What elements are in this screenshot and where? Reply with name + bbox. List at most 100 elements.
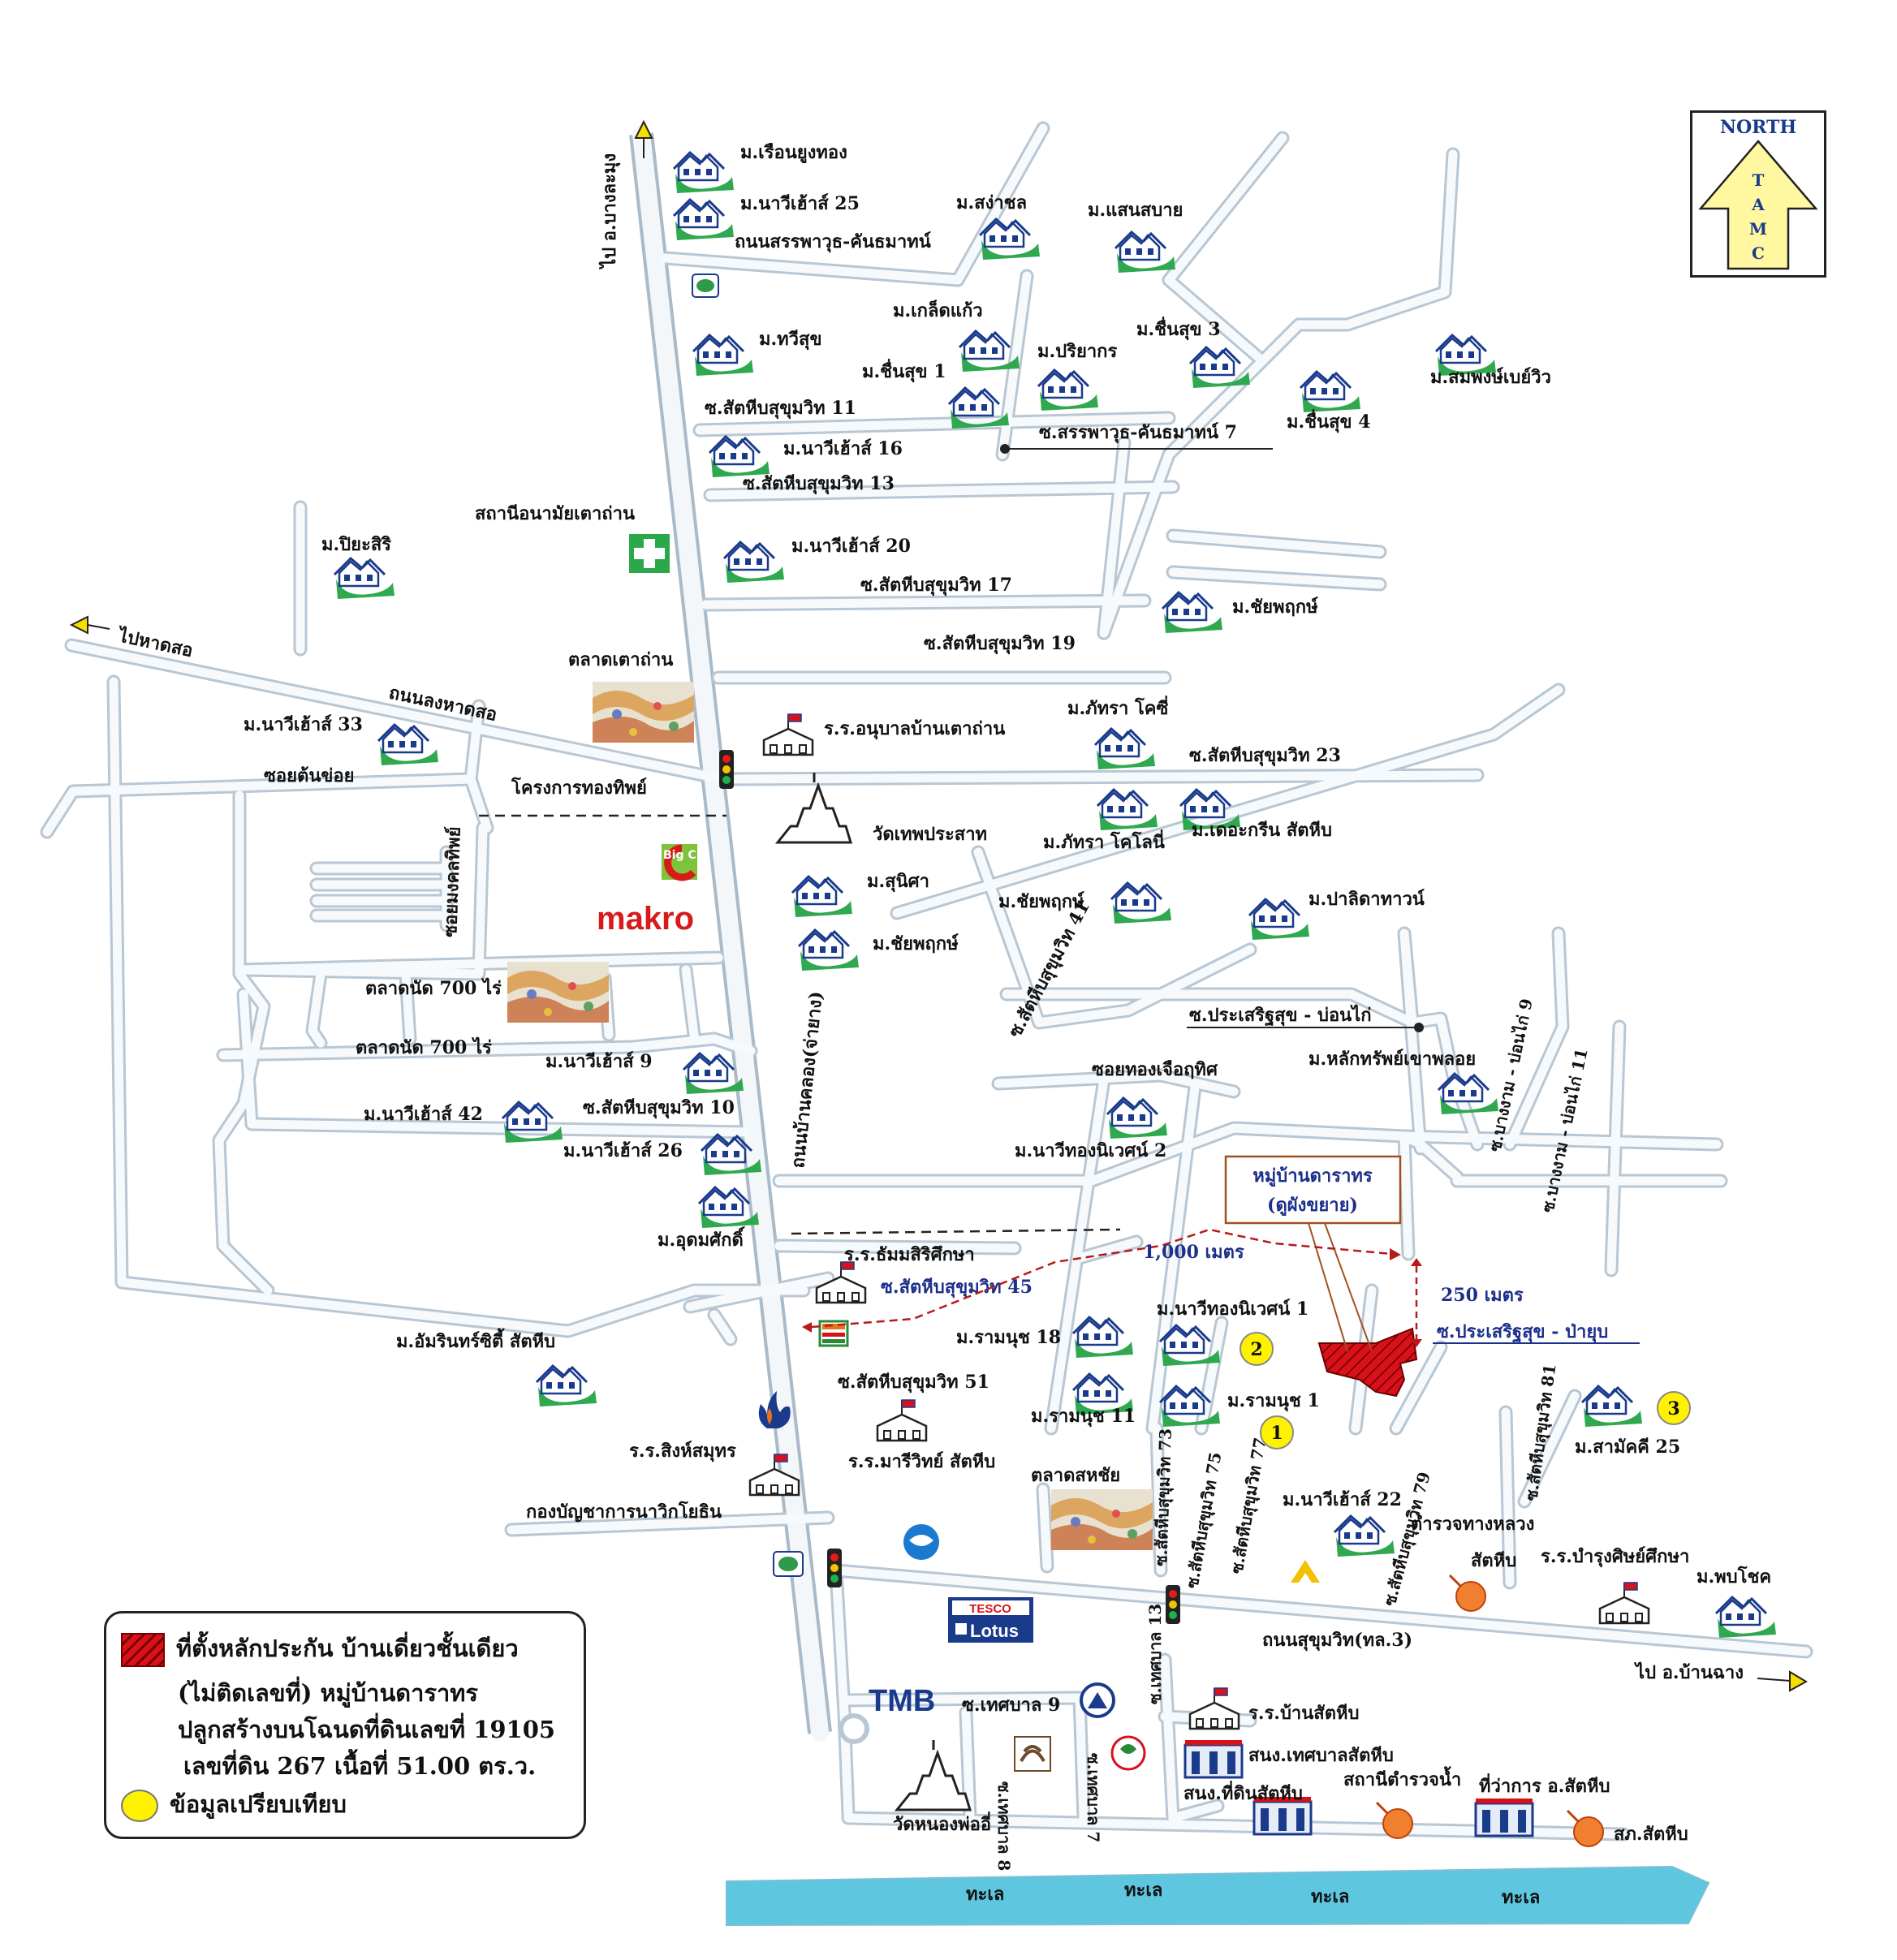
- comparable-3-label: 3: [1667, 1398, 1679, 1419]
- subject-callout-box: [1224, 1155, 1402, 1225]
- road-market-700-b: ตลาดนัด 700 ไร่: [356, 1036, 492, 1058]
- comparable-markers: 1 2 3: [1240, 1332, 1691, 1450]
- road-soi-17: ซ.สัตหีบสุขุมวิท 17: [860, 575, 1012, 597]
- village-label: ม.ภัทรา โคโลนี่: [1043, 829, 1165, 853]
- wat-thep-label: วัดเทพประสาท: [873, 824, 987, 845]
- highway-police-label: ตำรวจทางหลวง: [1411, 1514, 1534, 1535]
- road-market-700-a: ตลาดนัด 700 ไร่: [365, 977, 502, 999]
- village-label: ม.ทวีสุข: [759, 329, 821, 351]
- road-sanphawut: ถนนสรรพาวุธ-คันธมาทน์: [735, 231, 931, 253]
- traffic-signal-icon: [719, 750, 734, 789]
- village-label: ม.อุดมศักดิ์: [657, 1226, 745, 1251]
- subject-subtitle: (ดูผังขยาย): [1267, 1195, 1358, 1217]
- school-sing-label: ร.ร.สิงห์สมุทร: [629, 1441, 736, 1462]
- krungthai-logo: [903, 1524, 939, 1560]
- village-label: ม.สง่าชล: [956, 192, 1027, 213]
- road-soi-19: ซ.สัตหีบสุขุมวิท 19: [924, 633, 1076, 655]
- comparable-1-label: 1: [1270, 1423, 1283, 1444]
- police-sattahip-label: สภ.สัตหีบ: [1614, 1824, 1688, 1845]
- wat-nong-label: วัดหนองพ่ออี่: [893, 1811, 991, 1835]
- village-label: ม.นาวีเฮ้าส์ 42: [364, 1104, 483, 1125]
- north-indicator: NORTH T A M C: [1690, 110, 1826, 278]
- highway-police-icon: [1448, 1574, 1487, 1613]
- svg-text:Big C: Big C: [663, 849, 696, 862]
- school-ban-icon: [1188, 1686, 1240, 1730]
- distance-1000: 1,000 เมตร: [1143, 1242, 1244, 1263]
- tmb-logo: TMB: [869, 1684, 935, 1718]
- road-soi-mongkol: ซอยมงคลทิพย์: [440, 826, 465, 937]
- village-label: ม.ชัยพฤกษ์: [873, 933, 959, 954]
- north-arrow-road: [634, 119, 653, 158]
- road-soi-73: ซ.สัตหีบสุขุมวิท 73: [1151, 1428, 1176, 1567]
- subject-swatch-icon: [121, 1633, 165, 1667]
- svg-text:Lotus: Lotus: [970, 1621, 1019, 1641]
- road-sukhumvit: ถนนสุขุมวิท(ทล.3): [1262, 1630, 1412, 1652]
- village-label: ม.แสนสบาย: [1088, 200, 1183, 221]
- village-label: ม.หลักทรัพย์เขาพลอย: [1308, 1049, 1476, 1070]
- village-label: ม.นาวีเฮ้าส์ 33: [244, 714, 363, 735]
- village-label: ม.นาวีเฮ้าส์ 26: [563, 1140, 683, 1161]
- road-soi-thong: ซอยทองเจือฤทิศ: [1092, 1059, 1218, 1080]
- road-navy: กองบัญชาการนาวิกโยธิน: [526, 1501, 722, 1523]
- market-700-icon: [507, 962, 609, 1023]
- tesco-lotus-logo: TESCO Lotus: [948, 1597, 1033, 1643]
- road-tessaban-7: ซ.เทศบาล 7: [1084, 1753, 1103, 1842]
- comparable-3: [1657, 1391, 1691, 1425]
- road-soi-prasert-payup: ซ.ประเสริฐสุข - ป่ายุบ: [1437, 1321, 1608, 1343]
- gsb-logo: [1080, 1682, 1115, 1718]
- road-soi-51: ซ.สัตหีบสุขุมวิท 51: [838, 1372, 989, 1394]
- market-sahai-icon: [1051, 1489, 1153, 1550]
- road-east-direction: ไป อ.บ้านฉาง: [1634, 1661, 1744, 1683]
- comparable-1: [1260, 1415, 1294, 1450]
- tessaban-office-label: สนง.เทศบาลสัตหีบ: [1248, 1745, 1394, 1766]
- wat-nong-icon: [895, 1738, 972, 1811]
- road-soi-ton-khoi: ซอยต้นข่อย: [264, 765, 355, 786]
- village-label: ม.ภัทรา โคซี่: [1067, 695, 1169, 719]
- subject-leader-2: [1324, 1222, 1373, 1352]
- village-label: ม.นาวีเฮ้าส์ 20: [791, 536, 911, 557]
- village-label: ม.ชื่นสุข 1: [862, 358, 946, 383]
- village-label: ม.ปริยากร: [1037, 341, 1118, 362]
- road-soi-77: ซ.สัตหีบสุขุมวิท 77: [1227, 1436, 1270, 1575]
- road-soi-10: ซ.สัตหีบสุขุมวิท 10: [583, 1097, 735, 1119]
- krungsri-logo: [1287, 1557, 1324, 1586]
- roundabout: [839, 1713, 869, 1744]
- village-label: ม.รามนุช 18: [956, 1327, 1061, 1349]
- land-office-label: สนง.ที่ดินสัตหีบ: [1183, 1780, 1303, 1804]
- road-soi-11: ซ.สัตหีบสุขุมวิท 11: [705, 398, 856, 420]
- village-label: ม.ปิยะสิริ: [321, 534, 391, 555]
- village-label: ม.นาวีเฮ้าส์ 16: [783, 438, 903, 459]
- subject-leader-1: [1308, 1222, 1348, 1352]
- road-soi-prasert: ซ.ประเสริฐสุข - บ่อนไก่: [1189, 1004, 1372, 1027]
- village-label: ม.นาวีเฮ้าส์ 25: [740, 193, 860, 214]
- road-soi-prasert-dot: [1414, 1023, 1424, 1032]
- svg-text:NORTH: NORTH: [1720, 117, 1796, 138]
- legend-line-4: เลขที่ดิน 267 เนื้อที่ 51.00 ตร.ว.: [183, 1752, 537, 1780]
- comparable-2: [1240, 1332, 1274, 1366]
- school-anuban-icon: [762, 713, 814, 756]
- distance-250: 250 เมตร: [1441, 1285, 1524, 1306]
- west-arrow-road: [69, 615, 110, 635]
- sea-label-3: ทะเล: [1311, 1886, 1349, 1907]
- school-thamma-label: ร.ร.ธัมมสิริศึกษา: [844, 1244, 975, 1265]
- comparable-dot-icon: [121, 1790, 158, 1822]
- road-soi-sanphawut-dot: [1000, 444, 1010, 454]
- svg-text:C: C: [1752, 243, 1765, 263]
- road-tessaban-9: ซ.เทศบาล 9: [962, 1695, 1060, 1716]
- legend-line-5: ข้อมูลเปรียบเทียบ: [170, 1790, 347, 1818]
- east-arrow-road: [1757, 1670, 1809, 1692]
- village-label: ม.นาวีทองนิเวศน์ 2: [1015, 1140, 1166, 1161]
- legend: ที่ตั้งหลักประกัน บ้านเดี่ยวชั้นเดียว (ไ…: [104, 1611, 586, 1839]
- village-label: ม.ชื่นสุข 4: [1287, 408, 1371, 433]
- traffic-signal-icon: [827, 1549, 842, 1587]
- traffic-signal-icon: [1166, 1585, 1180, 1624]
- road-soi-23: ซ.สัตหีบสุขุมวิท 23: [1189, 745, 1341, 767]
- legend-row-subject: ที่ตั้งหลักประกัน บ้านเดี่ยวชั้นเดียว: [121, 1630, 519, 1667]
- health-station-icon: [629, 534, 670, 573]
- road-khamnon: ถนนบ้านคลอง(จ่ายาง): [787, 990, 827, 1169]
- village-label: ม.ชัยพฤกษ์: [998, 891, 1084, 912]
- market-tao-icon: [593, 682, 694, 743]
- sea-label-1: ทะเล: [966, 1884, 1004, 1905]
- village-label: ม.นาวีทองนิเวศน์ 1: [1157, 1299, 1308, 1320]
- dashed-boundary-2: [791, 1228, 1121, 1235]
